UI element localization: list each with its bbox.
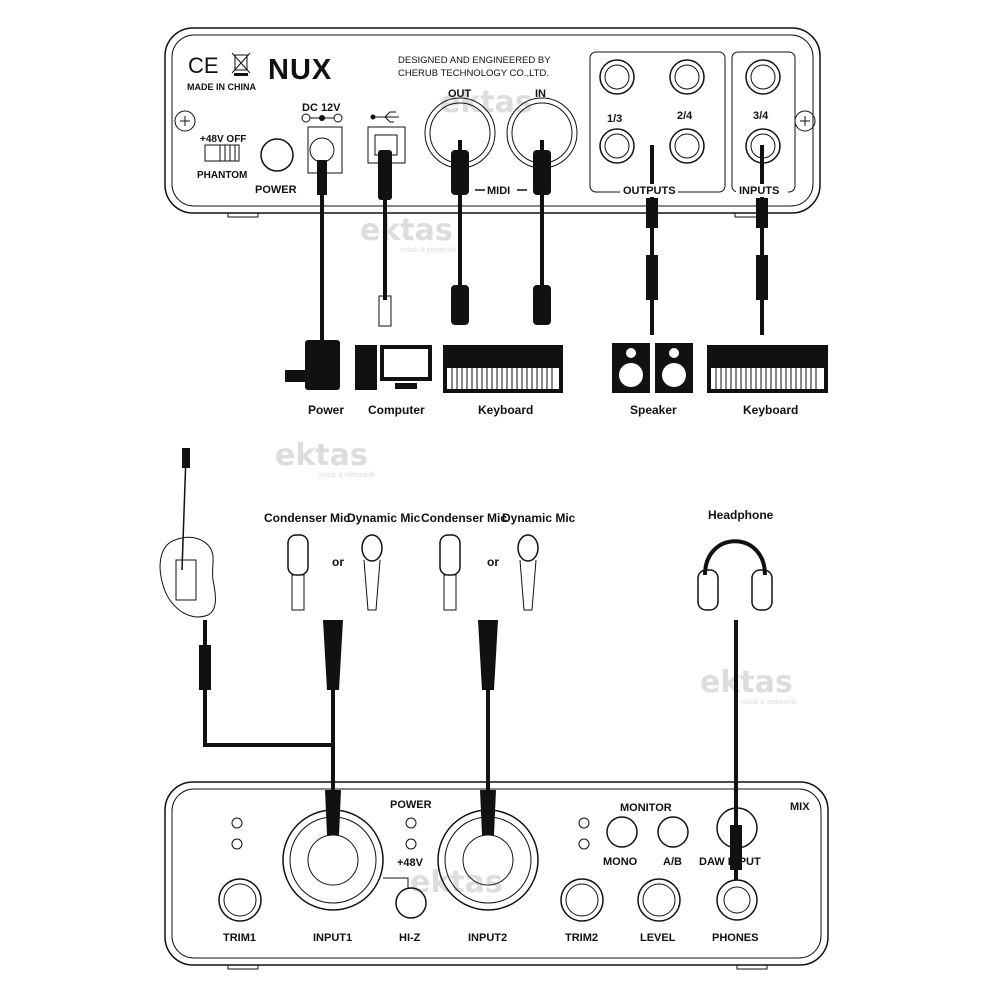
mono-button[interactable] (606, 816, 638, 848)
top-panel-out-13-label: 1/3 (607, 113, 622, 125)
top-panel-outputs-label: OUTPUTS (623, 185, 676, 197)
front-panel-daw-input-label: DAW INPUT (699, 856, 761, 868)
front-panel-trim1-label: TRIM1 (223, 932, 256, 944)
top-panel-midi-label: MIDI (487, 185, 510, 197)
top-panel-dc-label: DC 12V (302, 102, 341, 114)
level-leds (231, 817, 590, 850)
watermark-name-label: ektas (410, 865, 503, 900)
front-panel-monitor-label: MONITOR (620, 802, 672, 814)
front-panel-hiz-label: HI-Z (399, 932, 421, 944)
phantom-switch[interactable] (204, 144, 240, 162)
xlr-cable (323, 620, 343, 835)
ab-button[interactable] (657, 816, 689, 848)
watermark-sub-label: müzik & elektronik (740, 699, 797, 706)
middle-condenser1-label: Condenser Mic (264, 511, 350, 525)
condenser-mic-icon (439, 534, 461, 611)
rear-panel: CE MADE IN CHINA NUX DESIGNED AND ENGINE… (164, 27, 821, 218)
front-panel-input2-label: INPUT2 (468, 932, 507, 944)
top-panel-midi-in-label: IN (535, 88, 546, 100)
watermark-sub-label: müzik & elektronik (318, 472, 375, 479)
power-button[interactable] (260, 138, 294, 172)
front-panel-trim2-label: TRIM2 (565, 932, 598, 944)
jack-group-labels: OUTPUTS INPUTS (620, 184, 788, 197)
top-panel-power-label: POWER (255, 184, 297, 196)
top-panel-designed-line1-label: DESIGNED AND ENGINEERED BY (398, 55, 551, 66)
dc-polarity-icon (301, 113, 343, 123)
phones-jack[interactable] (716, 879, 758, 921)
input1-combo-jack[interactable] (282, 809, 384, 911)
middle-dynamic2-label: Dynamic Mic (502, 511, 576, 525)
screw-icon (174, 110, 196, 132)
watermark-name-label: ektas (275, 438, 368, 473)
keyboard-icon (443, 345, 563, 393)
dynamic-mic-icon (361, 534, 383, 611)
keyboard-icon (707, 345, 828, 393)
top-panel-inputs-label: INPUTS (739, 185, 779, 197)
computer-icon (355, 345, 432, 390)
front-panel-power-label: POWER (390, 799, 432, 811)
devices-keyboard1-label: Keyboard (478, 403, 533, 417)
front-panel-mix-label: MIX (790, 801, 810, 813)
watermark-name-label: ektas (360, 213, 453, 248)
middle-headphone-label: Headphone (708, 508, 774, 522)
middle-or2-label: or (487, 555, 499, 569)
middle-or1-label: or (332, 555, 344, 569)
watermark-sub-label: müzik & elektronik (400, 247, 457, 254)
xlr-cable (478, 620, 498, 835)
front-panel-plus48v-label: +48V (397, 857, 424, 869)
dynamic-mic-icon (517, 534, 539, 611)
top-panel-made-in-label: MADE IN CHINA (187, 82, 256, 92)
trim1-knob[interactable] (218, 878, 262, 922)
hi-z-button[interactable] (395, 887, 427, 919)
ce-mark: CE (188, 53, 219, 78)
watermark-name-label: ektas (700, 665, 793, 700)
devices-power-label: Power (308, 403, 344, 417)
top-panel-midi-out-label: OUT (448, 88, 472, 100)
headphone-icon (697, 539, 773, 611)
front-panel-ab-label: A/B (663, 856, 682, 868)
nux-logo: NUX (268, 54, 332, 86)
level-knob[interactable] (637, 878, 681, 922)
power-adapter-icon (285, 340, 340, 390)
devices-computer-label: Computer (368, 403, 425, 417)
electric-guitar-icon (159, 448, 216, 618)
front-panel-input1-label: INPUT1 (313, 932, 352, 944)
watermark-name-label: ektas (440, 85, 533, 120)
watermarks: ektas ektas müzik & elektronik ektas müz… (275, 85, 797, 900)
front-panel-phones-label: PHONES (712, 932, 758, 944)
top-panel-phantom-switch-top-label: +48V OFF (200, 134, 246, 145)
rear-cables (317, 140, 768, 340)
top-panel-designed-line2-label: CHERUB TECHNOLOGY CO.,LTD. (398, 68, 549, 79)
top-panel-phantom-switch-bottom-label: PHANTOM (197, 170, 247, 181)
front-panel: POWER +48V MONITOR MIX MONO A/B DAW INPU… (164, 781, 829, 970)
devices-speaker-label: Speaker (630, 403, 677, 417)
condenser-mic-icon (287, 534, 309, 611)
speaker-icon (612, 343, 693, 393)
top-panel-out-24-label: 2/4 (677, 110, 693, 122)
top-panel-in-34-label: 3/4 (753, 110, 769, 122)
devices-keyboard2-label: Keyboard (743, 403, 798, 417)
usb-icon (370, 111, 399, 123)
output-jacks[interactable] (599, 59, 705, 164)
weee-bin-icon (231, 52, 251, 76)
input2-combo-jack[interactable] (437, 809, 539, 911)
trim2-knob[interactable] (560, 878, 604, 922)
middle-dynamic1-label: Dynamic Mic (347, 511, 421, 525)
screw-icon (794, 110, 816, 132)
front-panel-level-label: LEVEL (640, 932, 676, 944)
guitar-cable (203, 620, 333, 747)
middle-condenser2-label: Condenser Mic (421, 511, 507, 525)
front-panel-mono-label: MONO (603, 856, 638, 868)
mix-knob[interactable] (716, 807, 758, 849)
